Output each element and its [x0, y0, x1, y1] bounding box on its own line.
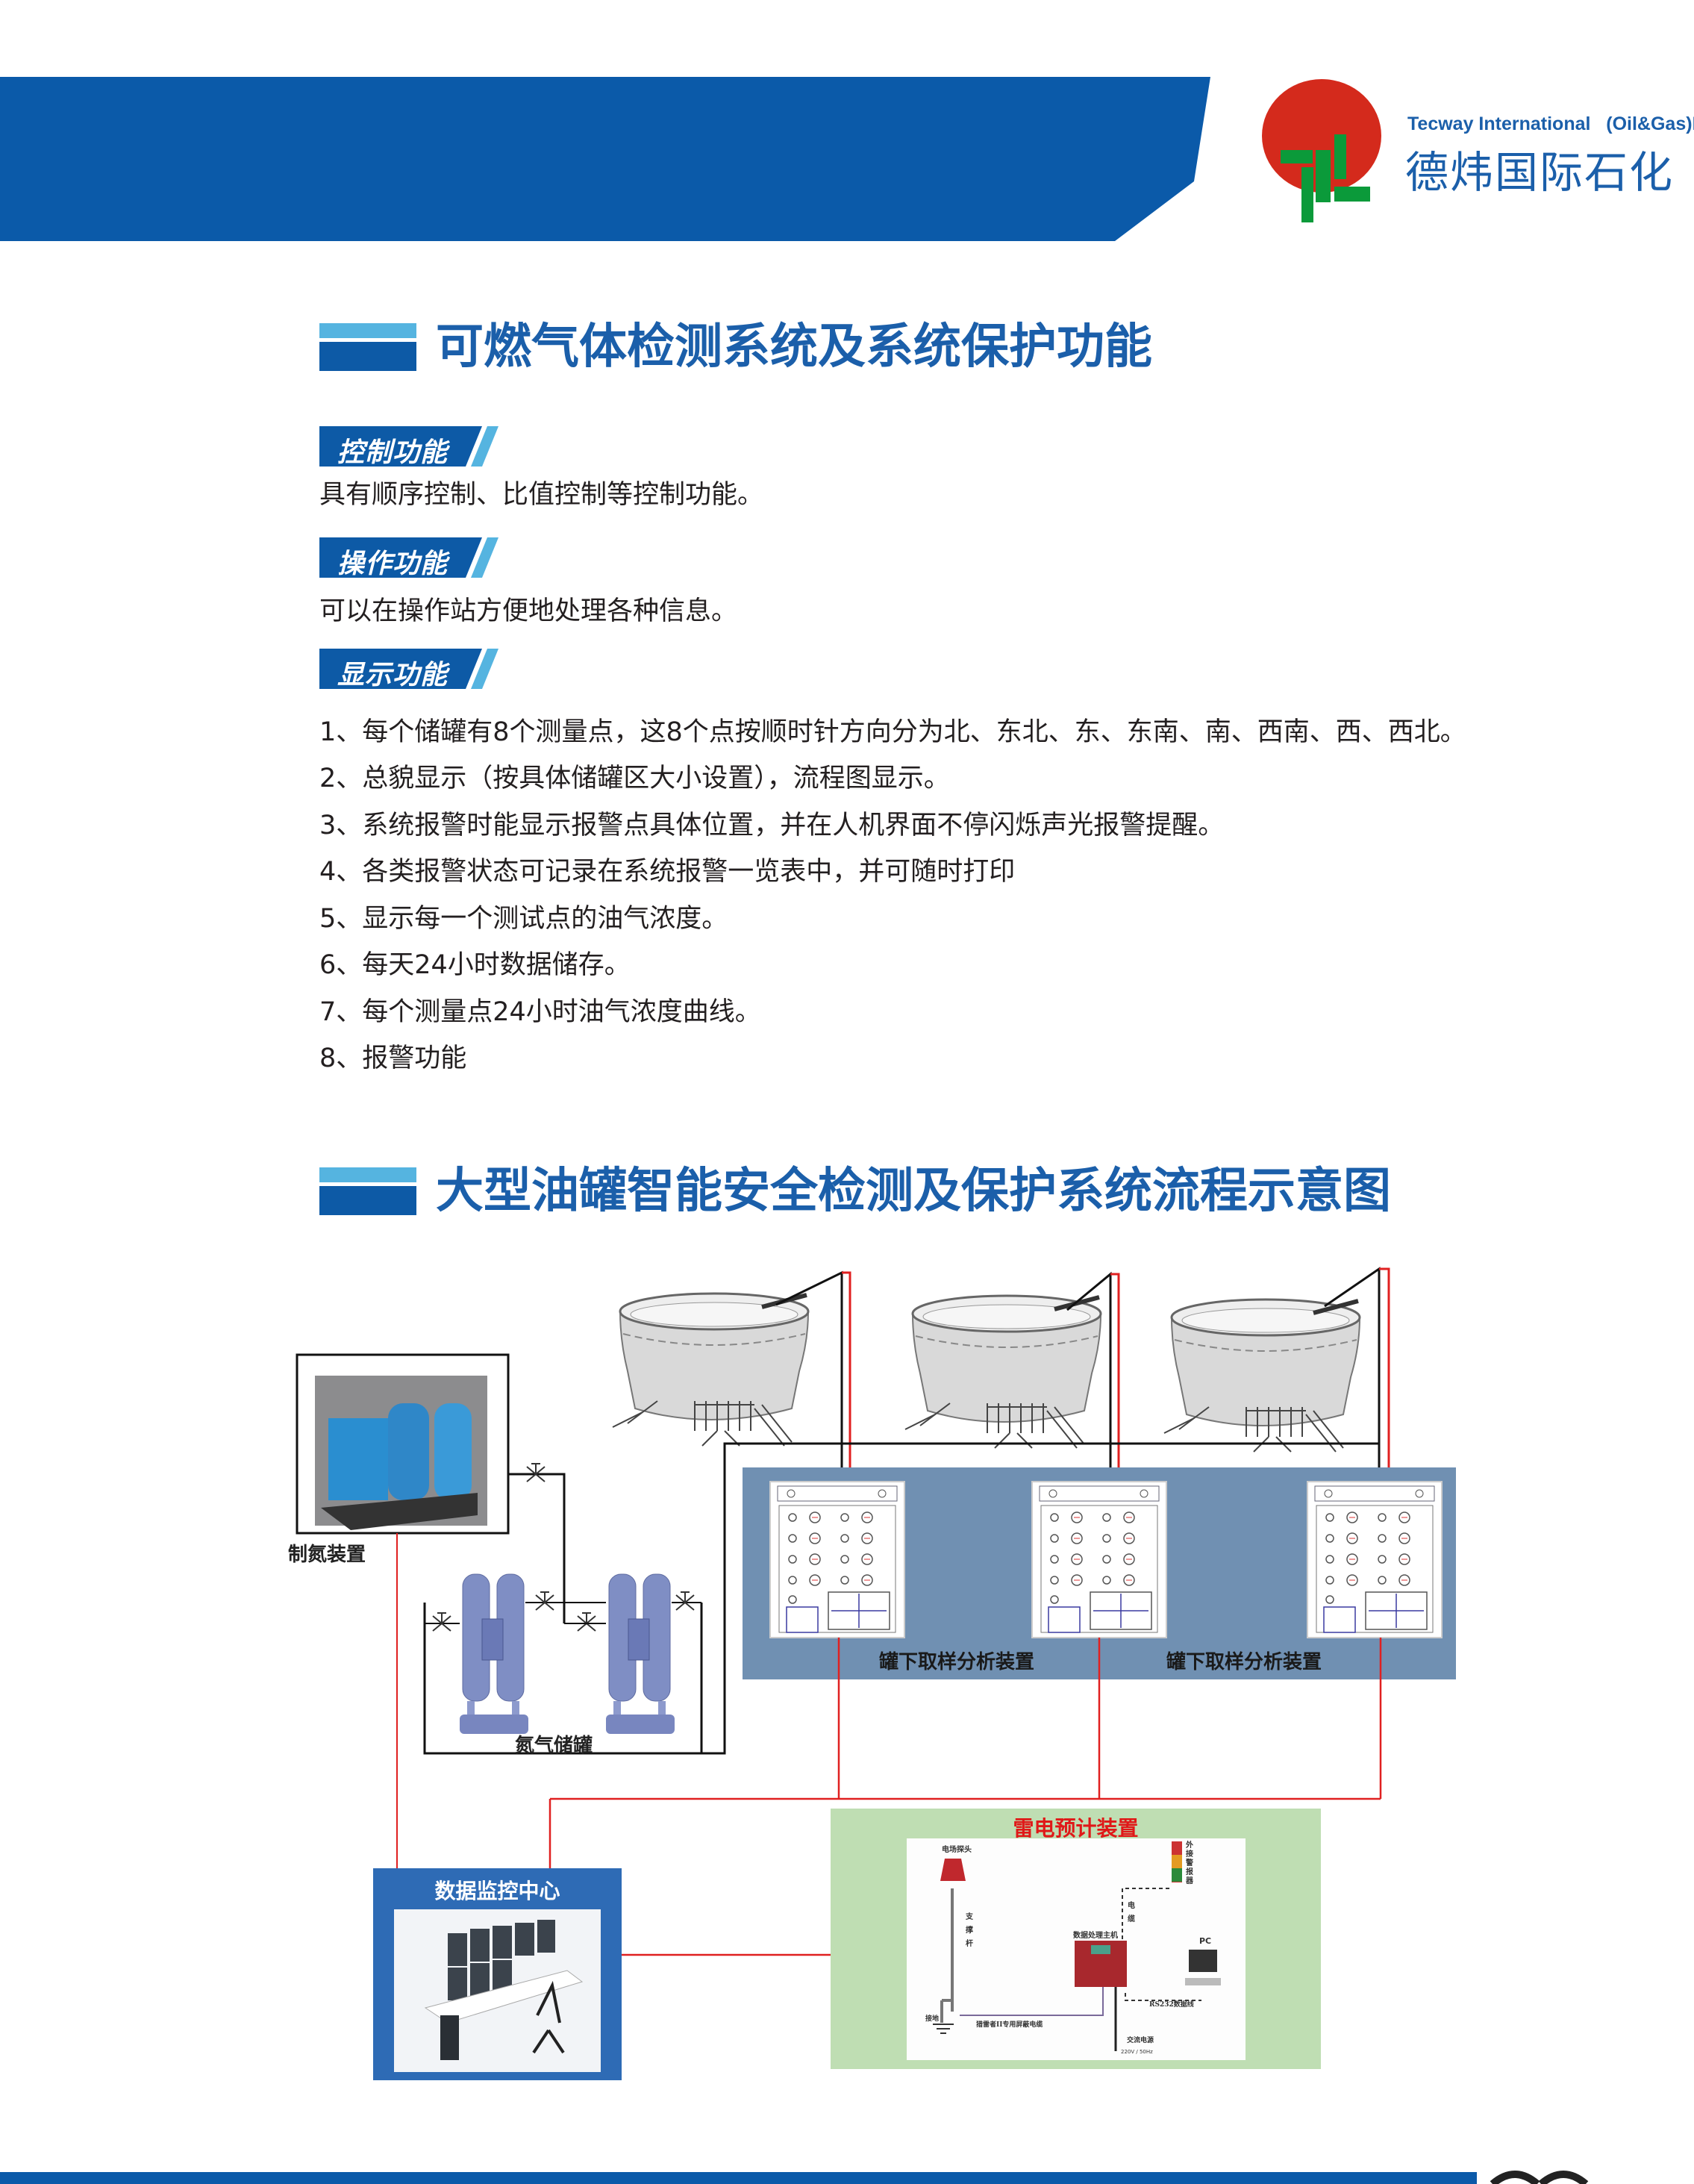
display-item: 7、每个测量点24小时油气浓度曲线。	[319, 997, 761, 1027]
tag-operation: 操作功能	[319, 537, 498, 579]
logo-chinese-name: 德炜国际石化	[1405, 147, 1675, 198]
nitrogen-tank-2	[605, 1573, 675, 1735]
display-item: 5、显示每一个测试点的油气浓度。	[319, 904, 728, 934]
voltage-label: 220V / 50Hz	[1121, 2049, 1153, 2055]
pole-label: 支撑杆	[966, 1913, 973, 1948]
probe-icon	[940, 1859, 966, 1881]
oil-tank-3	[1164, 1300, 1360, 1452]
footer-bar	[0, 2172, 1477, 2184]
company-logo: Tecway International (Oil&Gas)Ltd 德炜国际石化	[1254, 75, 1694, 231]
page-number-fragment	[1490, 2171, 1589, 2184]
header-band	[0, 77, 1210, 241]
ac-power-label: 交流电源	[1127, 2037, 1154, 2044]
tag-display-label: 显示功能	[337, 660, 448, 690]
display-item: 3、系统报警时能显示报警点具体位置，并在人机界面不停闪烁声光报警提醒。	[319, 811, 1225, 840]
oil-tank-1	[613, 1294, 808, 1446]
control-description: 具有顺序控制、比值控制等控制功能。	[319, 480, 764, 510]
display-item: 4、各类报警状态可记录在系统报警一览表中，并可随时打印	[319, 857, 1016, 887]
section2-heading-bar	[319, 1167, 416, 1215]
section1-heading-bar	[319, 323, 416, 371]
alarm-label: 外接警报器	[1186, 1841, 1193, 1885]
host-label: 数据处理主机	[1073, 1932, 1118, 1940]
section1-title: 可燃气体检测系统及系统保护功能	[436, 319, 1152, 375]
display-item: 8、报警功能	[319, 1043, 467, 1073]
valve-icon	[675, 1591, 695, 1611]
valve-icon	[577, 1612, 596, 1632]
logo-english-name: Tecway International (Oil&Gas)Ltd	[1407, 113, 1694, 134]
sampling-cabinet-2	[1031, 1481, 1167, 1638]
display-item: 6、每天24小时数据储存。	[319, 950, 631, 980]
lightning-device-label: 雷电预计装置	[1013, 1816, 1139, 1841]
header-blue-shape	[0, 77, 1210, 241]
tag-operation-label: 操作功能	[337, 549, 448, 579]
sampling-cabinet-1	[769, 1481, 905, 1638]
nitrogen-tank-1	[459, 1573, 529, 1735]
sampling-label-1: 罐下取样分析装置	[879, 1651, 1035, 1673]
display-item: 1、每个储罐有8个测量点，这8个点按顺时针方向分为北、东北、东、东南、南、西南、…	[319, 717, 1466, 747]
rs232-label: RS232数据线	[1149, 2001, 1194, 2009]
sampling-cabinet-3	[1307, 1481, 1443, 1638]
ground-label: 接地	[925, 2015, 940, 2023]
tag-display: 显示功能	[319, 649, 498, 690]
valve-icon	[535, 1591, 554, 1611]
data-monitoring-center	[373, 1868, 622, 2080]
data-center-label: 数据监控中心	[434, 1879, 560, 1903]
cable-label: 电缆	[1128, 1902, 1135, 1924]
tank-signal-lines	[423, 1267, 1390, 1755]
pc-label: PC	[1199, 1936, 1212, 1946]
nitrogen-generator-label: 制氮装置	[288, 1544, 366, 1566]
sampling-label-2: 罐下取样分析装置	[1166, 1651, 1322, 1673]
nitrogen-tanks-label: 氮气储罐	[515, 1735, 593, 1757]
tag-control: 控制功能	[319, 426, 498, 468]
probe-label: 电场探头	[942, 1846, 972, 1854]
operation-description: 可以在操作站方便地处理各种信息。	[319, 596, 738, 626]
display-item: 2、总貌显示（按具体储罐区大小设置），流程图显示。	[319, 764, 950, 793]
section2-title: 大型油罐智能安全检测及保护系统流程示意图	[436, 1164, 1391, 1219]
oil-tank-2	[905, 1296, 1101, 1448]
tag-control-label: 控制功能	[337, 437, 448, 468]
valve-icon	[526, 1463, 546, 1482]
logo-mark-icon	[1262, 79, 1381, 222]
lightning-warning-device	[831, 1809, 1321, 2069]
nitrogen-generator	[296, 1353, 510, 1535]
valve-icon	[432, 1612, 451, 1632]
shield-cable-label: 猎雷者II专用屏蔽电缆	[976, 2021, 1043, 2029]
